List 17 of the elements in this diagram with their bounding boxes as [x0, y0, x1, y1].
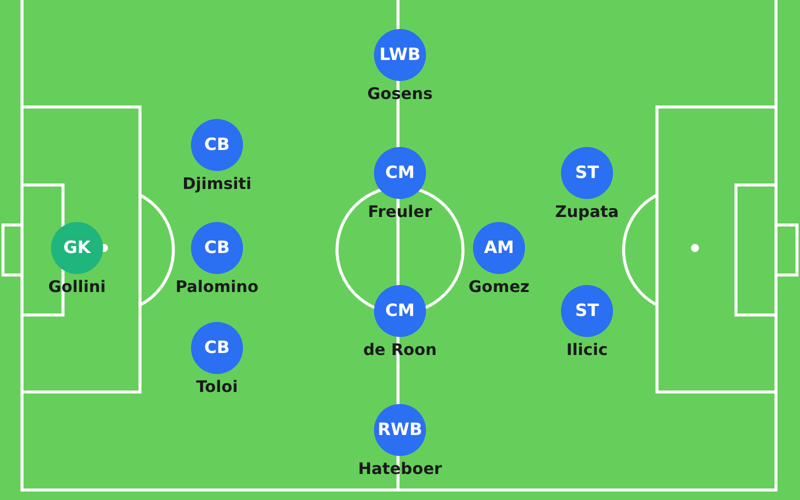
- player-marker: CB: [191, 119, 243, 171]
- player-name: Djimsiti: [182, 174, 252, 193]
- player-marker: LWB: [374, 29, 426, 81]
- player-marker: RWB: [374, 404, 426, 456]
- player-name: Palomino: [175, 277, 259, 296]
- player-marker: CB: [191, 222, 243, 274]
- player-marker: CM: [374, 147, 426, 199]
- player-marker: ST: [561, 285, 613, 337]
- player-marker: CM: [374, 285, 426, 337]
- player-name: Toloi: [196, 377, 238, 396]
- player-marker: CB: [191, 322, 243, 374]
- player-marker: AM: [473, 222, 525, 274]
- player-name: Ilicic: [566, 340, 608, 359]
- player-name: Gomez: [468, 277, 530, 296]
- player-marker: ST: [561, 147, 613, 199]
- player-name: Zupata: [555, 202, 619, 221]
- player-marker: GK: [51, 222, 103, 274]
